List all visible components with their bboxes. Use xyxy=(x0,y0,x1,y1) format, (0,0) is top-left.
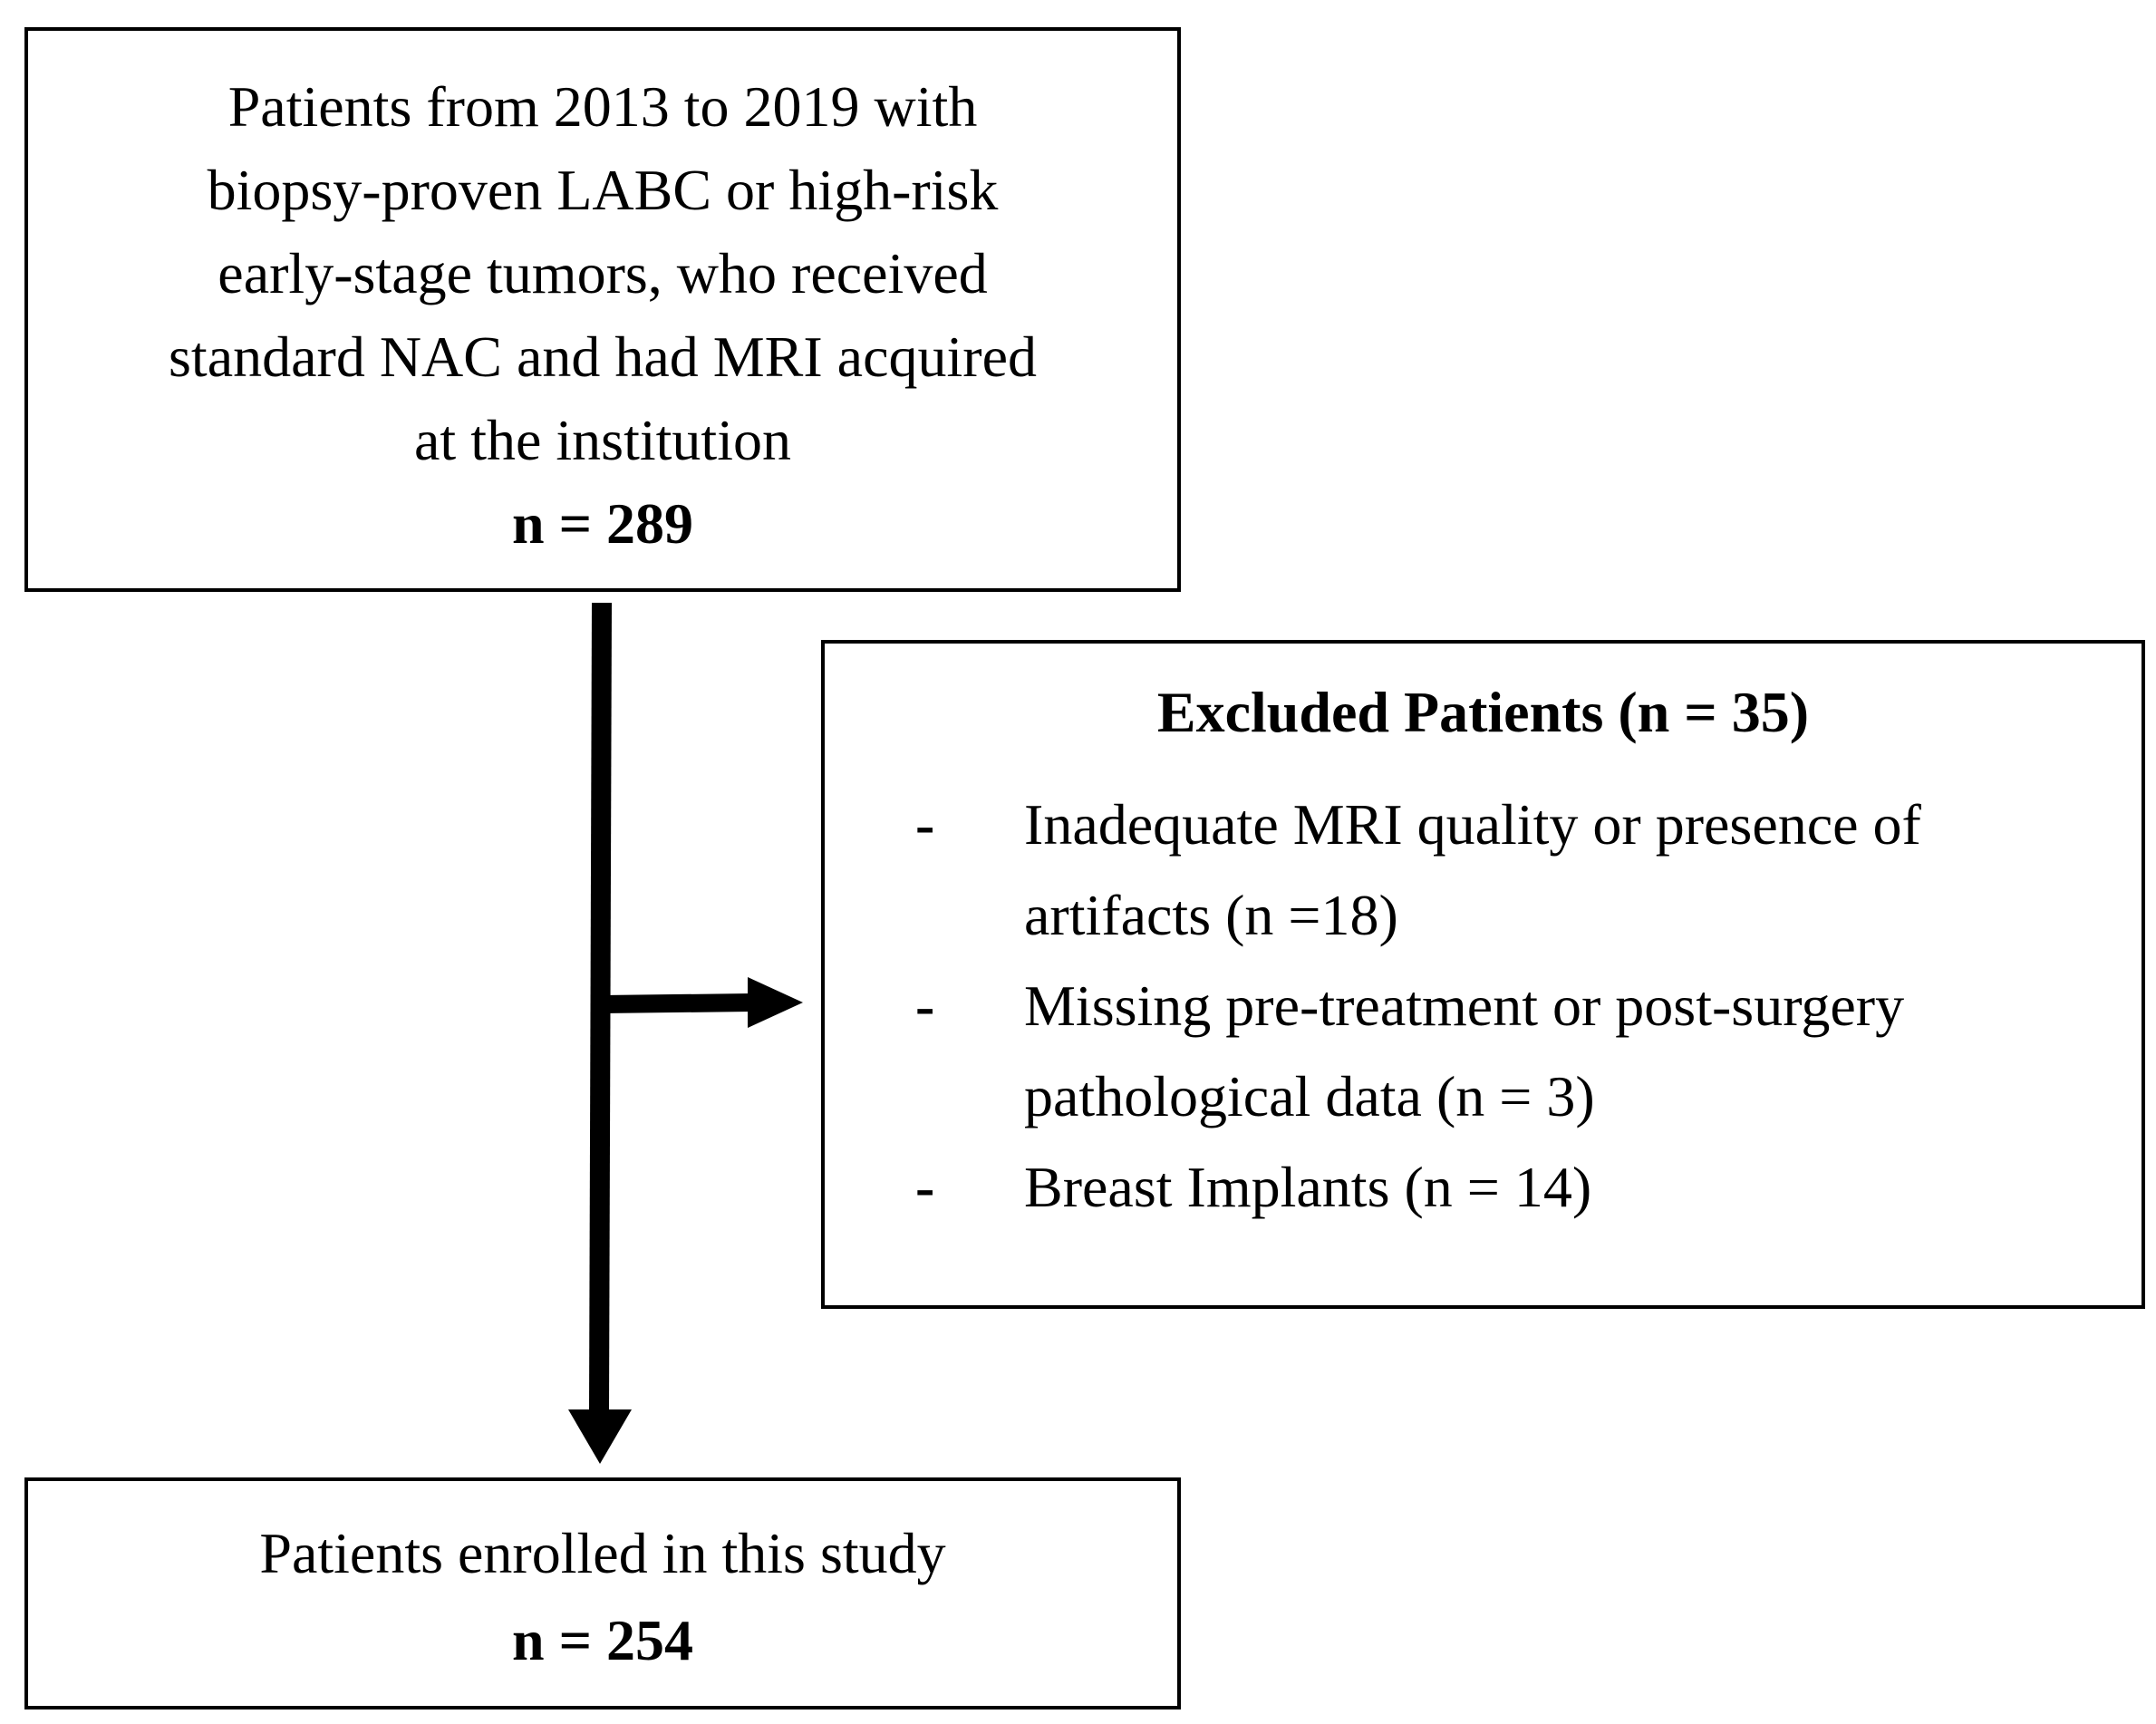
start-count: n = 289 xyxy=(511,491,694,556)
excluded-box: Excluded Patients (n = 35) - Inadequate … xyxy=(821,640,2145,1309)
start-text-line: biopsy-proven LABC or high-risk xyxy=(207,158,999,222)
main-flow-line xyxy=(589,602,612,1413)
exclusion-branch-line xyxy=(601,993,753,1013)
start-text-line: at the institution xyxy=(414,408,791,472)
bullet-dash: - xyxy=(915,1155,935,1219)
main-flow-arrowhead xyxy=(568,1409,632,1464)
enrolled-count: n = 254 xyxy=(511,1608,694,1672)
bullet-dash: - xyxy=(915,973,935,1038)
excluded-reason-text: Missing pre-treatment or post-surgery pa… xyxy=(1024,973,1905,1128)
start-box: Patients from 2013 to 2019 with biopsy-p… xyxy=(24,27,1181,592)
start-text-line: early-stage tumors, who received xyxy=(218,241,988,305)
exclusion-arrowhead xyxy=(748,977,803,1028)
excluded-reason-text: Breast Implants (n = 14) xyxy=(1024,1155,1592,1219)
start-text-line: standard NAC and had MRI acquired xyxy=(169,324,1037,389)
bullet-dash: - xyxy=(915,792,935,857)
excluded-title: Excluded Patients (n = 35) xyxy=(1156,680,1810,744)
excluded-reason-text: Inadequate MRI quality or presence of ar… xyxy=(1024,792,1921,947)
start-text-line: Patients from 2013 to 2019 with xyxy=(227,74,978,139)
enrolled-label: Patients enrolled in this study xyxy=(259,1521,946,1585)
enrolled-box: Patients enrolled in this study n = 254 xyxy=(24,1477,1181,1709)
